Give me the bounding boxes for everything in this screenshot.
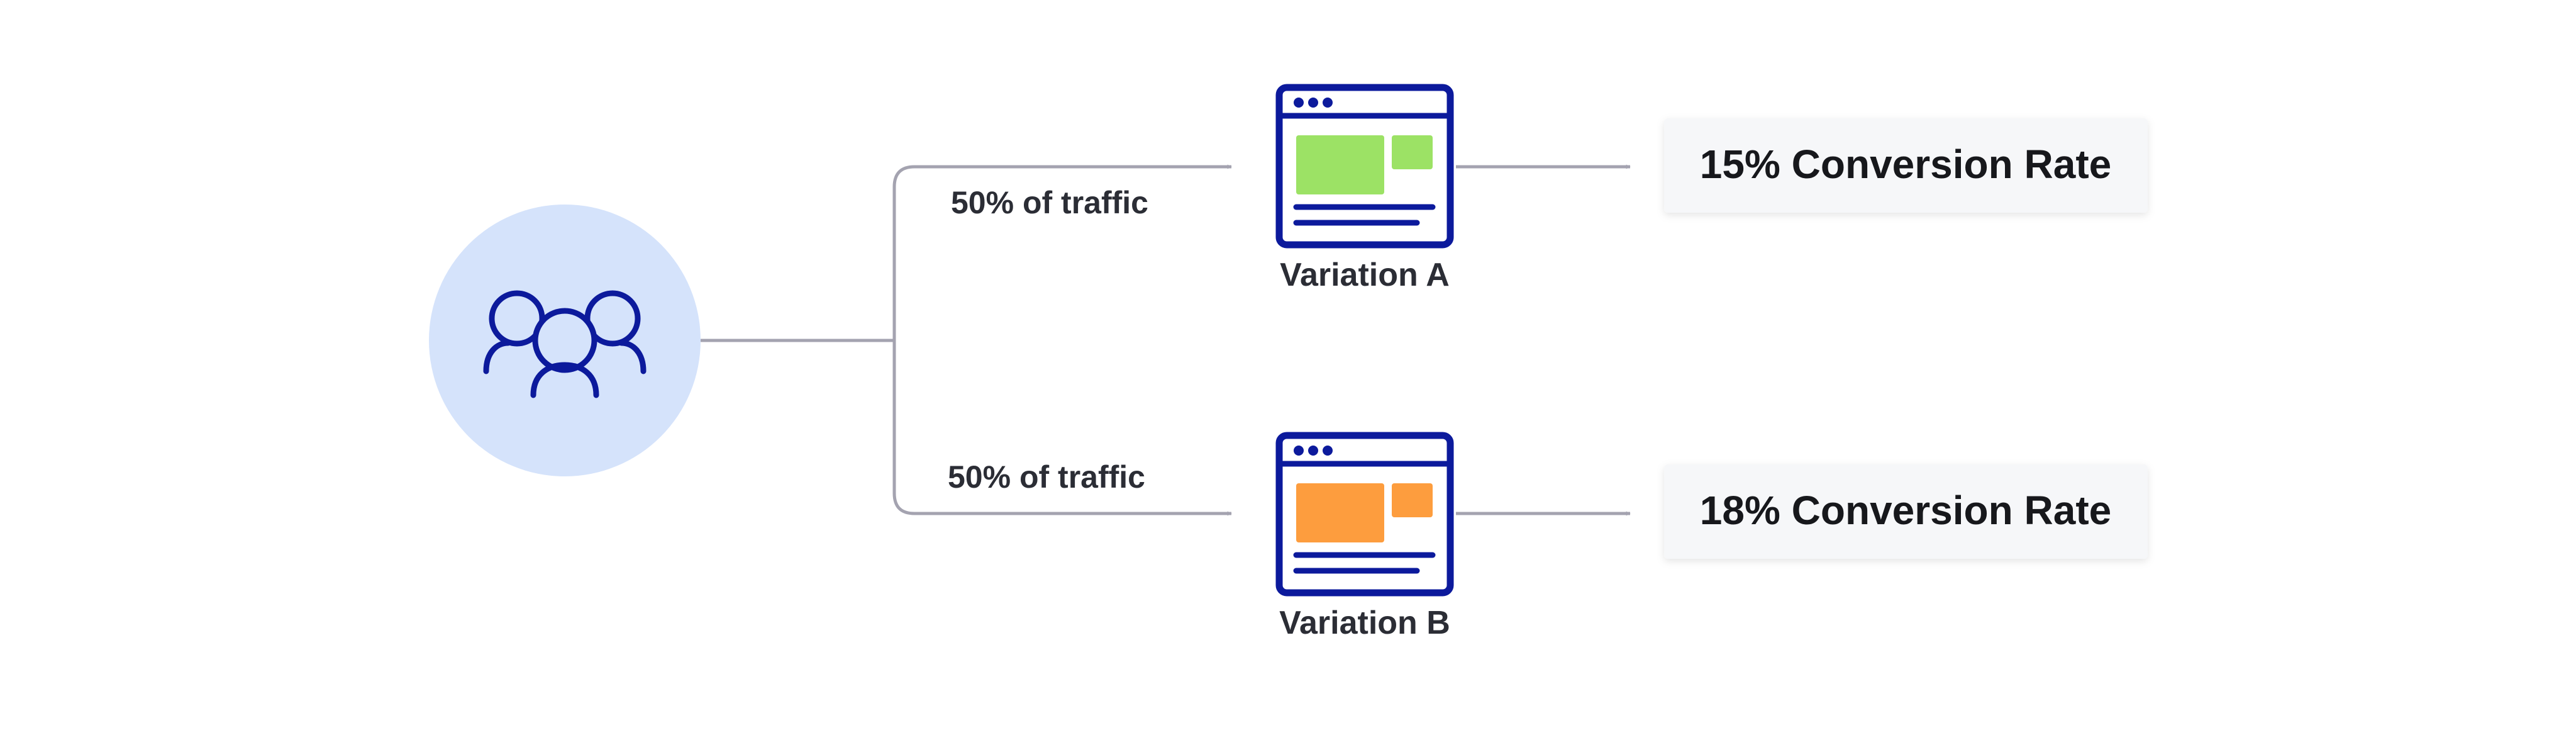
variation-b-browser — [1275, 432, 1454, 597]
users-group — [429, 205, 701, 476]
browser-window-icon — [1275, 432, 1454, 597]
traffic-label-a: 50% of traffic — [951, 185, 1148, 220]
content-block-large — [1296, 483, 1384, 542]
branch-connector-a — [892, 164, 1232, 340]
result-label-b: 18% Conversion Rate — [1700, 488, 2111, 533]
content-block-small — [1392, 483, 1433, 517]
content-block-small — [1392, 135, 1433, 169]
variation-a-browser — [1275, 84, 1454, 249]
users-group-icon — [483, 290, 647, 398]
variation-label-b: Variation B — [1279, 605, 1450, 641]
variation-label-a: Variation A — [1280, 257, 1450, 293]
traffic-label-b: 50% of traffic — [948, 459, 1145, 495]
result-box-b: 18% Conversion Rate — [1664, 464, 2148, 559]
branch-connector-b — [892, 340, 1232, 516]
result-box-a: 15% Conversion Rate — [1664, 118, 2148, 213]
result-label-a: 15% Conversion Rate — [1700, 142, 2111, 187]
content-block-large — [1296, 135, 1384, 194]
connectors — [701, 164, 1631, 516]
browser-window-icon — [1275, 84, 1454, 249]
